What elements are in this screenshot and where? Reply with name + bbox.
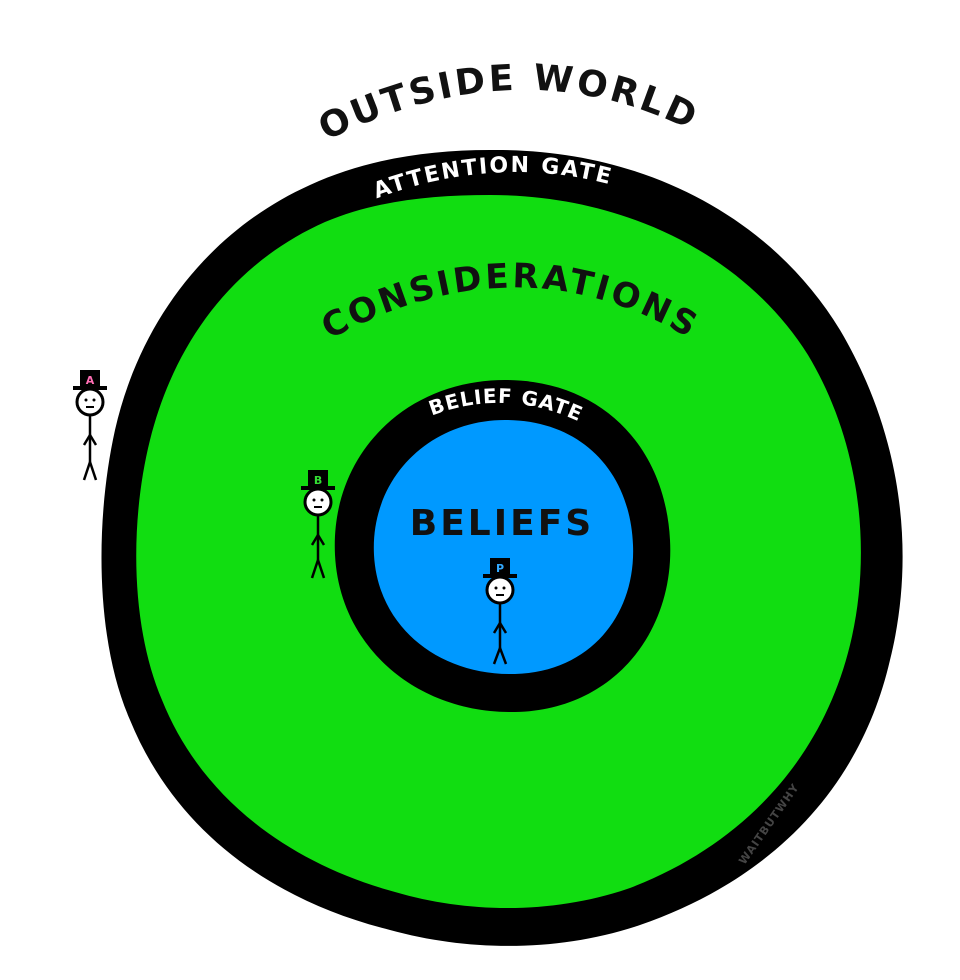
hat-letter-b: B	[314, 474, 322, 487]
top-hat-icon	[80, 370, 100, 388]
beliefs-area	[373, 420, 634, 675]
stick-figure-b: B	[301, 470, 335, 579]
beliefs-label: BELIEFS	[410, 503, 594, 544]
outside-world-label: OUTSIDE WORLD	[312, 57, 705, 148]
stick-figure-a: A	[73, 370, 107, 481]
top-hat-icon	[490, 558, 510, 576]
top-hat-icon	[308, 470, 328, 488]
hat-letter-p: P	[496, 562, 504, 575]
stick-figure-p: P	[483, 558, 517, 665]
hat-letter-a: A	[86, 374, 95, 387]
